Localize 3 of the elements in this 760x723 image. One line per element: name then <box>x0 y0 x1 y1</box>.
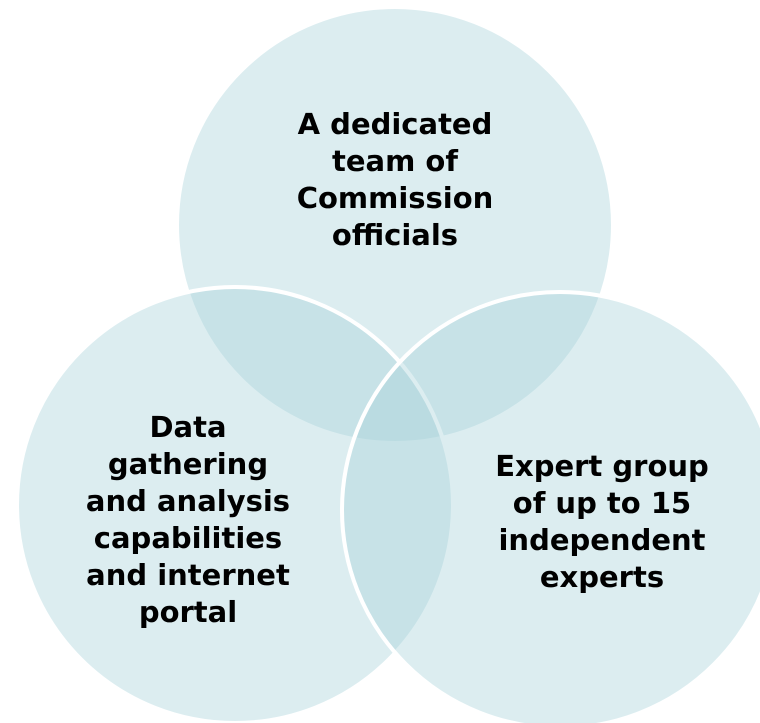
circle-label: Data gathering and analysis capabilities and internet portal <box>84 409 292 631</box>
circle-label: Expert group of up to 15 independent experts <box>494 448 710 596</box>
circle-label: A dedicated team of Commission officials <box>296 106 494 254</box>
